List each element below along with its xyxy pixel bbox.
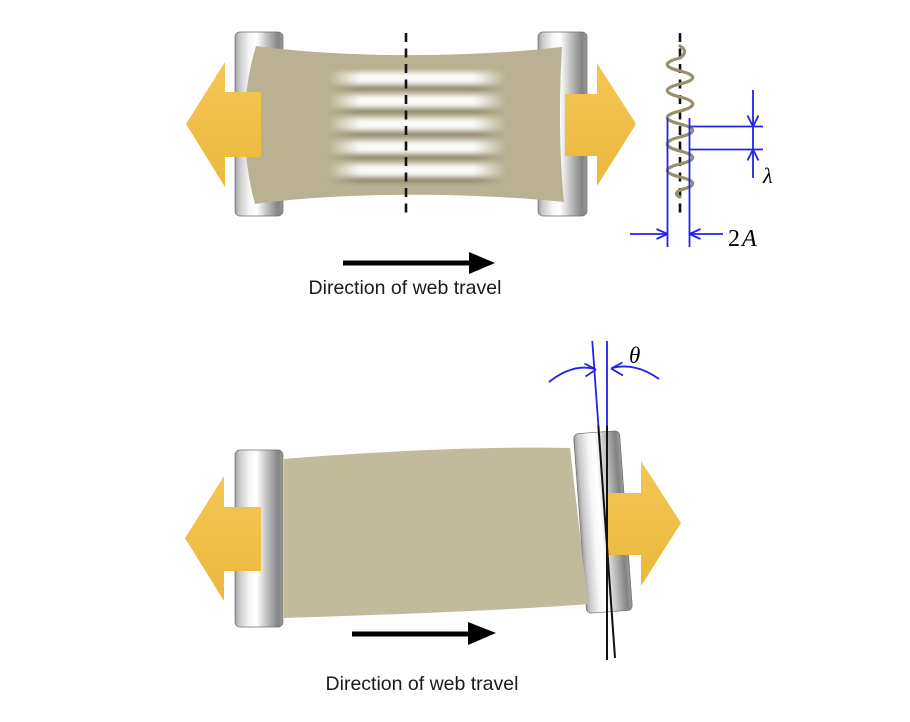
wave-profile — [665, 44, 695, 199]
tension-arrow-left-icon — [185, 476, 261, 601]
wavelength-label: λ — [762, 163, 773, 188]
tension-arrow-right-icon — [565, 63, 636, 186]
dimension-lines — [630, 90, 763, 247]
skew-angle-label: θ — [629, 343, 640, 368]
angle-annotation — [548, 340, 660, 427]
amplitude-label-variable: A — [740, 226, 757, 252]
tension-arrow-right-icon — [608, 461, 681, 586]
bottom-diagram: θ Direction of web travel — [185, 340, 681, 695]
caption-bottom: Direction of web travel — [326, 673, 519, 695]
wrinkle-bands — [328, 72, 506, 183]
top-diagram: Direction of web travel — [186, 31, 636, 299]
wrinkle-wave-detail: λ 2 A — [630, 33, 773, 252]
web-sheet — [284, 447, 588, 618]
caption-top: Direction of web travel — [309, 277, 502, 299]
roller-axis-lines — [597, 424, 616, 660]
travel-arrow-bottom-icon — [352, 622, 496, 645]
amplitude-label-coefficient: 2 — [728, 226, 740, 252]
tension-arrow-left-icon — [186, 62, 261, 187]
travel-arrow-top-icon — [343, 252, 495, 274]
